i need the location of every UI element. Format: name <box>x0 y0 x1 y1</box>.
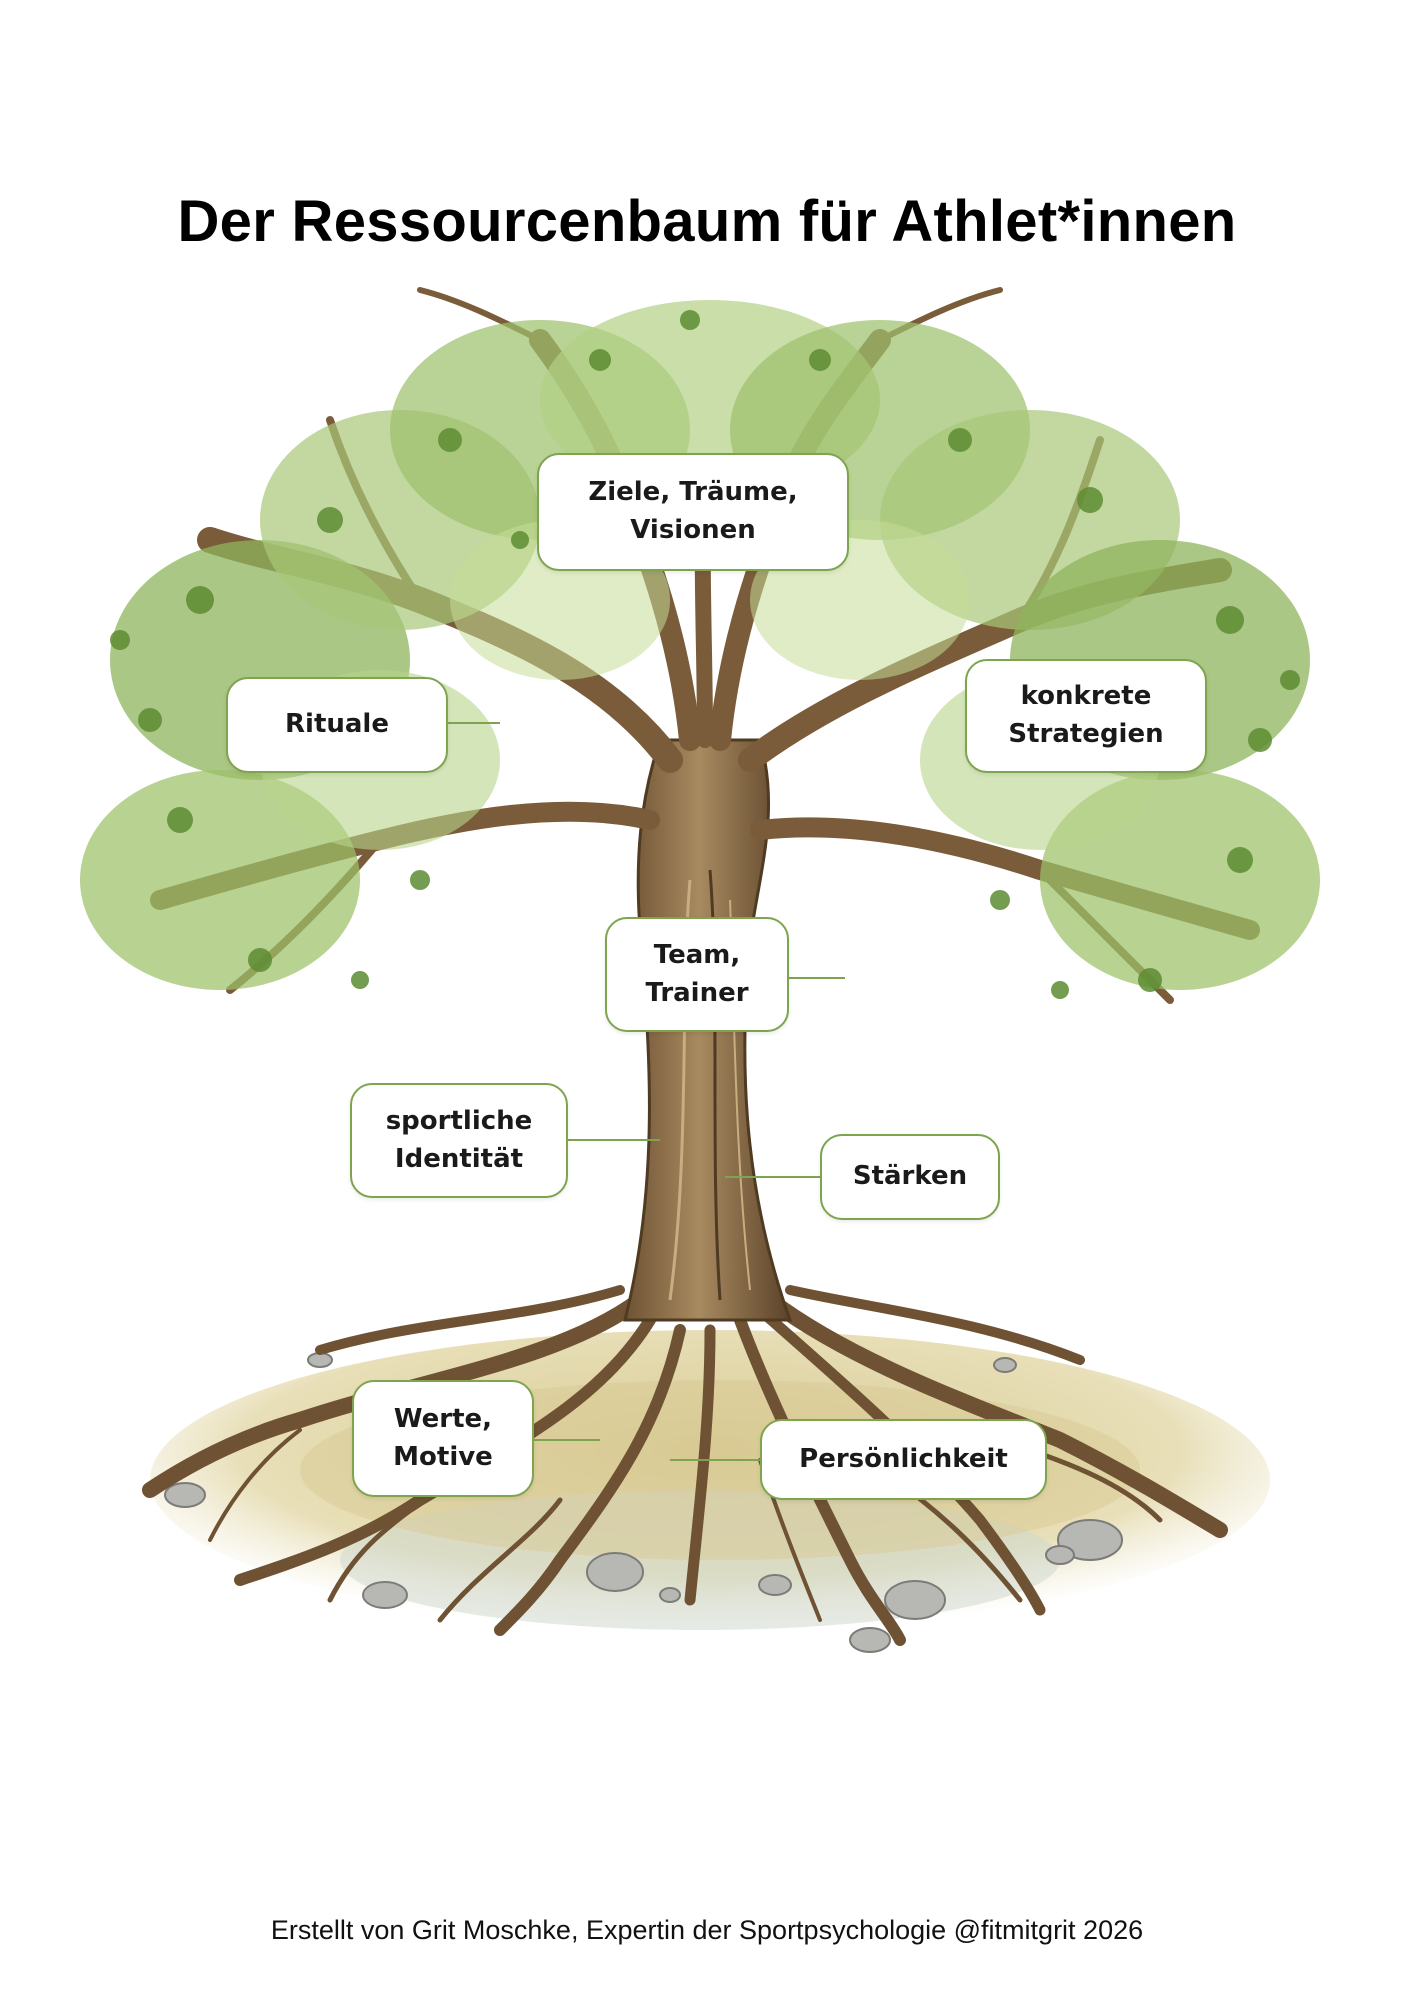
page-title: Der Ressourcenbaum für Athlet*innen <box>177 189 1237 254</box>
label-team-trainer: Team, Trainer <box>605 917 789 1032</box>
label-konkrete-strategien: konkrete Strategien <box>965 659 1207 773</box>
label-rituale: Rituale <box>226 677 448 773</box>
label-werte-motive: Werte, Motive <box>352 1380 534 1497</box>
label-persoenlichkeit: Persönlichkeit <box>760 1419 1047 1500</box>
footer-credit: Erstellt von Grit Moschke, Expertin der … <box>270 1915 1144 1945</box>
label-ziele-traeume-visionen: Ziele, Träume, Visionen <box>537 453 849 571</box>
stones <box>164 1352 1123 1653</box>
label-staerken: Stärken <box>820 1134 1000 1220</box>
label-sportliche-identitaet: sportliche Identität <box>350 1083 568 1198</box>
